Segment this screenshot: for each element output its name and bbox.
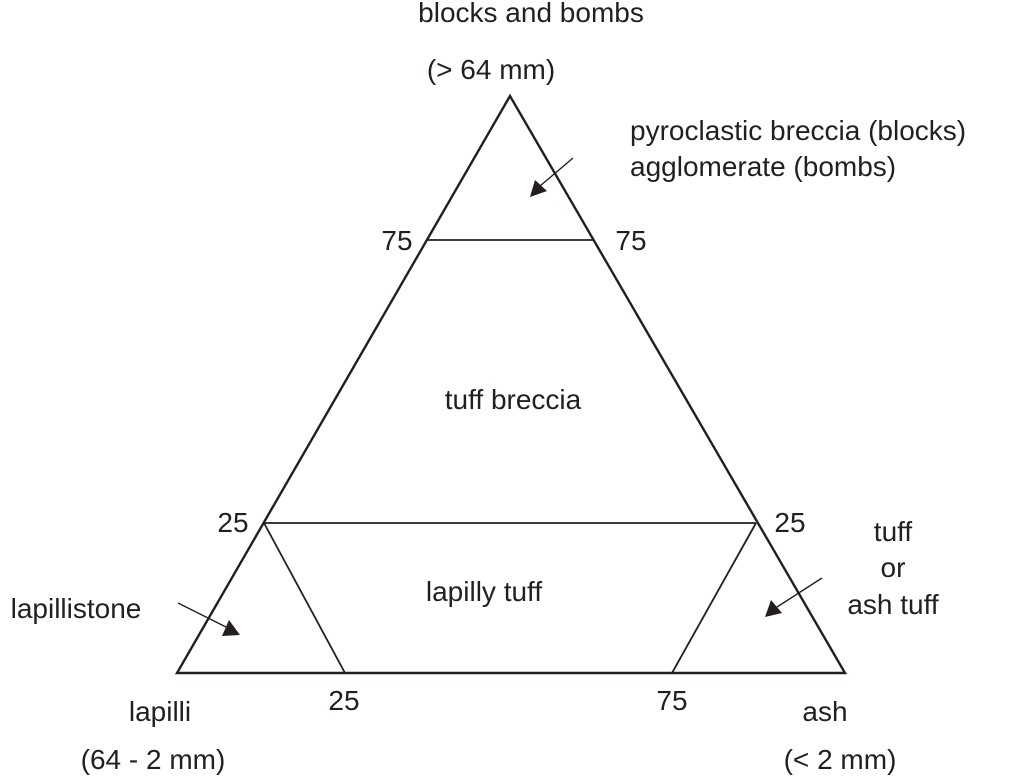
top-vertex-name: blocks and bombs xyxy=(418,0,644,28)
tick-mid-left: 25 xyxy=(217,507,248,538)
lapillistone-field-label: lapillistone xyxy=(11,593,142,624)
lapillistone-divider xyxy=(263,522,346,674)
tick-base-right: 75 xyxy=(656,685,687,716)
lapillistone-arrow xyxy=(177,602,240,636)
ash-tuff-arrow xyxy=(765,577,823,617)
ash-tuff-arrowhead xyxy=(765,600,782,617)
upper-field-label-line2: agglomerate (bombs) xyxy=(630,151,896,182)
upper-field-label-line1: pyroclastic breccia (blocks) xyxy=(630,115,966,146)
lapillistone-arrowhead xyxy=(222,620,240,636)
left-vertex-size: (64 - 2 mm) xyxy=(81,744,226,775)
right-vertex-name: ash xyxy=(802,696,847,727)
lower-field-label: lapilly tuff xyxy=(426,576,542,607)
tick-upper-left: 75 xyxy=(381,225,412,256)
upper-field-arrowhead xyxy=(530,180,547,197)
middle-field-label: tuff breccia xyxy=(445,384,582,415)
ash-tuff-divider xyxy=(671,522,757,674)
tick-base-left: 25 xyxy=(328,685,359,716)
ternary-triangle xyxy=(174,93,848,675)
upper-field-arrow xyxy=(530,157,574,197)
ash-tuff-field-label-line2: or xyxy=(881,552,906,583)
top-vertex-size: (> 64 mm) xyxy=(427,54,555,85)
right-vertex-size: (< 2 mm) xyxy=(784,744,897,775)
ash-tuff-field-label-line3: ash tuff xyxy=(847,589,939,620)
tick-upper-right: 75 xyxy=(615,225,646,256)
left-vertex-name: lapilli xyxy=(129,696,191,727)
tick-mid-right: 25 xyxy=(774,507,805,538)
ash-tuff-field-label-line1: tuff xyxy=(874,516,913,547)
